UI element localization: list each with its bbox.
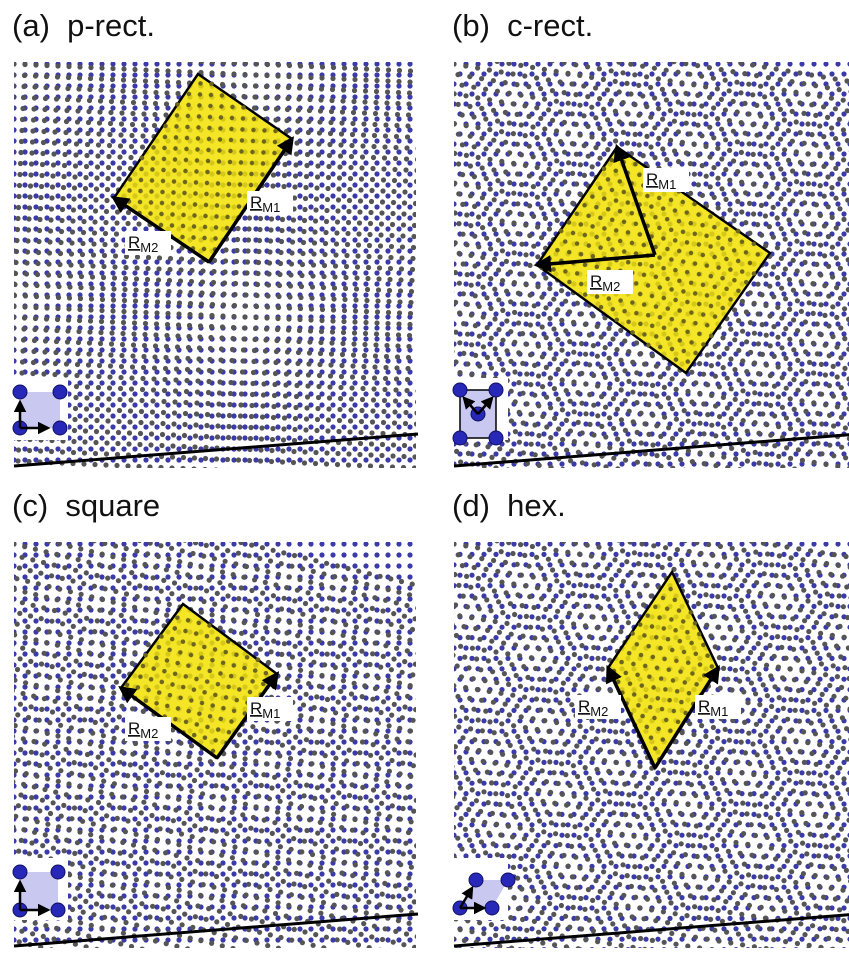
vector-rm2-arrow bbox=[606, 664, 657, 769]
atom-layers bbox=[14, 542, 416, 948]
moire-supercell bbox=[535, 145, 772, 375]
panel-d: (d) hex. RM1 RM2 bbox=[440, 480, 849, 960]
vector-rm2-label: RM2 bbox=[125, 231, 171, 255]
vector-rm1-arrow bbox=[653, 665, 720, 769]
vector-rm1-label: RM1 bbox=[695, 695, 741, 719]
unit-cell-inset bbox=[8, 858, 68, 920]
vector-rm2-label: RM2 bbox=[587, 270, 633, 294]
vector-rm2-arrow bbox=[533, 253, 656, 273]
vector-rm1-arrow bbox=[613, 143, 657, 256]
vector-rm1-label: RM1 bbox=[247, 191, 293, 215]
vector-rm1-label: RM1 bbox=[247, 697, 293, 721]
unit-cell-inset bbox=[448, 378, 508, 446]
unit-cell-inset bbox=[448, 858, 516, 920]
supercell-atoms bbox=[539, 149, 760, 364]
supercell-atoms bbox=[124, 615, 269, 754]
vector-rm2-arrow bbox=[111, 196, 210, 264]
atom-layers bbox=[14, 62, 416, 468]
cell-boundary-line bbox=[453, 913, 849, 948]
unit-cell-inset bbox=[8, 378, 68, 440]
vector-rm1-label: RM1 bbox=[643, 168, 689, 192]
cell-boundary-line bbox=[453, 433, 849, 468]
panel-title: (a) p-rect. bbox=[12, 8, 155, 43]
panel-title: (b) c-rect. bbox=[452, 8, 594, 43]
moire-lattice-d: RM1 RM2 bbox=[448, 542, 849, 948]
panel-title: (c) square bbox=[12, 488, 161, 523]
cell-boundary-line bbox=[13, 912, 419, 948]
vector-rm2-label: RM2 bbox=[575, 695, 621, 719]
svg-text:RM1: RM1 bbox=[250, 193, 280, 215]
cell-boundary-line bbox=[13, 432, 419, 468]
panel-title: (d) hex. bbox=[452, 488, 566, 523]
atom-layers bbox=[454, 542, 849, 948]
svg-text:RM2: RM2 bbox=[128, 233, 158, 255]
supercell-atoms bbox=[126, 81, 289, 252]
vector-rm2-label: RM2 bbox=[125, 717, 171, 741]
